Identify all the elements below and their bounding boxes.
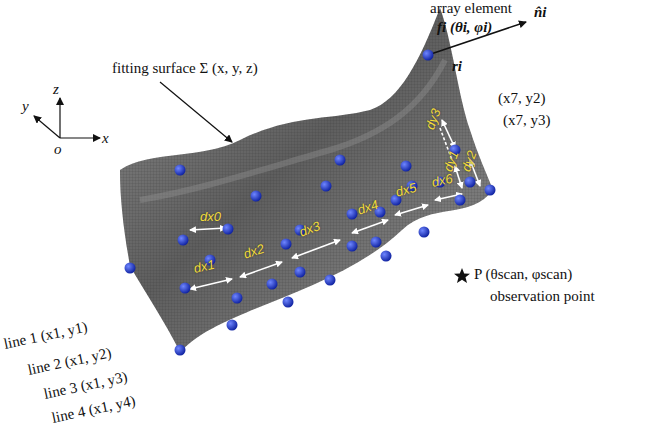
spacing-label: dx0 xyxy=(200,210,221,224)
spacing-arrows xyxy=(190,120,480,289)
annotation-label: P (θscan, φscan) xyxy=(474,266,572,283)
array-element-dot xyxy=(295,267,306,278)
array-element-dot xyxy=(485,185,496,196)
array-element-dot xyxy=(267,279,278,290)
array-element-dot xyxy=(401,161,412,172)
array-element-dot xyxy=(232,293,243,304)
array-element-dot xyxy=(325,275,336,286)
array-element-dot xyxy=(283,297,294,308)
array-element-dot xyxy=(347,209,358,220)
annotation-label: fitting surface Σ (x, y, z) xyxy=(112,60,258,77)
annotation-label: observation point xyxy=(490,288,595,305)
array-element-dot xyxy=(455,195,466,206)
annotation-label: (x7, y2) xyxy=(498,90,546,107)
array-element-dot xyxy=(465,177,476,188)
array-element-dot xyxy=(223,224,234,235)
annotation-label: o xyxy=(54,141,62,158)
annotation-label: array element xyxy=(430,0,512,17)
annotation-label: x xyxy=(102,130,109,147)
array-element-dot xyxy=(180,283,191,294)
array-element-dot xyxy=(227,320,238,331)
array-element-dot xyxy=(175,345,186,356)
array-element-dot xyxy=(419,227,430,238)
array-element-dot xyxy=(251,191,262,202)
array-element-dot xyxy=(281,239,292,250)
annotation-label: line 1 (x1, y1) xyxy=(2,319,89,353)
array-element-dot xyxy=(125,263,136,274)
array-element-dot xyxy=(347,241,358,252)
annotation-label: z xyxy=(53,81,59,98)
array-element-dot xyxy=(423,50,434,61)
array-element-dot xyxy=(371,237,382,248)
array-element-dot xyxy=(321,181,332,192)
annotation-label: fi (θi, φi) xyxy=(437,19,492,36)
annotation-label: (x7, y3) xyxy=(503,112,551,129)
array-element-dot xyxy=(178,235,189,246)
axes xyxy=(34,98,100,138)
observation-star xyxy=(454,268,470,283)
array-element-dot xyxy=(335,155,346,166)
array-element-dot xyxy=(381,251,392,262)
fitting-surface xyxy=(120,8,493,352)
annotation-label: n̂i xyxy=(534,4,547,21)
annotation-label: y xyxy=(22,98,29,115)
annotation-label: ri xyxy=(452,58,462,75)
array-elements xyxy=(125,50,496,356)
array-element-dot xyxy=(175,165,186,176)
